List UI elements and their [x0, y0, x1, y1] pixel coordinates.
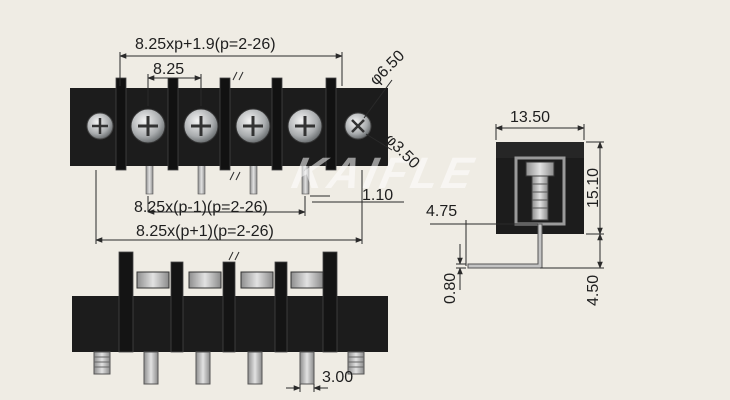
dim-overall-pitch: 8.25xp+1.9(p=2-26) — [135, 36, 276, 53]
dim-side-width: 13.50 — [510, 109, 550, 126]
terminal-screw-icon — [130, 108, 323, 144]
front-view-screw-heads — [136, 271, 324, 289]
dim-pin-width: 3.00 — [322, 369, 353, 386]
dim-pins-span: 8.25x(p-1)(p=2-26) — [134, 199, 268, 216]
side-view-screw-icon — [514, 156, 566, 226]
dim-pin-offset: 1.10 — [362, 187, 393, 204]
mounting-screw-icon — [86, 112, 372, 140]
watermark-logo: KAIFLE — [288, 149, 481, 197]
dim-hole-diameter: φ6.50 — [367, 47, 408, 88]
front-view-pins — [143, 351, 315, 385]
dim-body-length: 8.25x(p+1)(p=2-26) — [136, 223, 274, 240]
dim-pitch: 8.25 — [153, 61, 184, 78]
dim-pin-thickness: 0.80 — [442, 273, 459, 304]
side-view-pin — [467, 223, 543, 269]
top-view-dimension-lines — [95, 52, 404, 244]
side-view-dimension-lines — [430, 124, 604, 290]
front-view-dimension-lines — [286, 384, 328, 392]
dim-pin-length: 4.50 — [585, 275, 602, 306]
front-view-mount-screws — [93, 351, 365, 375]
dim-side-height: 15.10 — [585, 168, 602, 208]
side-view — [467, 142, 584, 269]
front-view — [72, 251, 388, 385]
dim-side-pin-offset: 4.75 — [426, 203, 457, 220]
front-view-barriers — [118, 251, 338, 353]
